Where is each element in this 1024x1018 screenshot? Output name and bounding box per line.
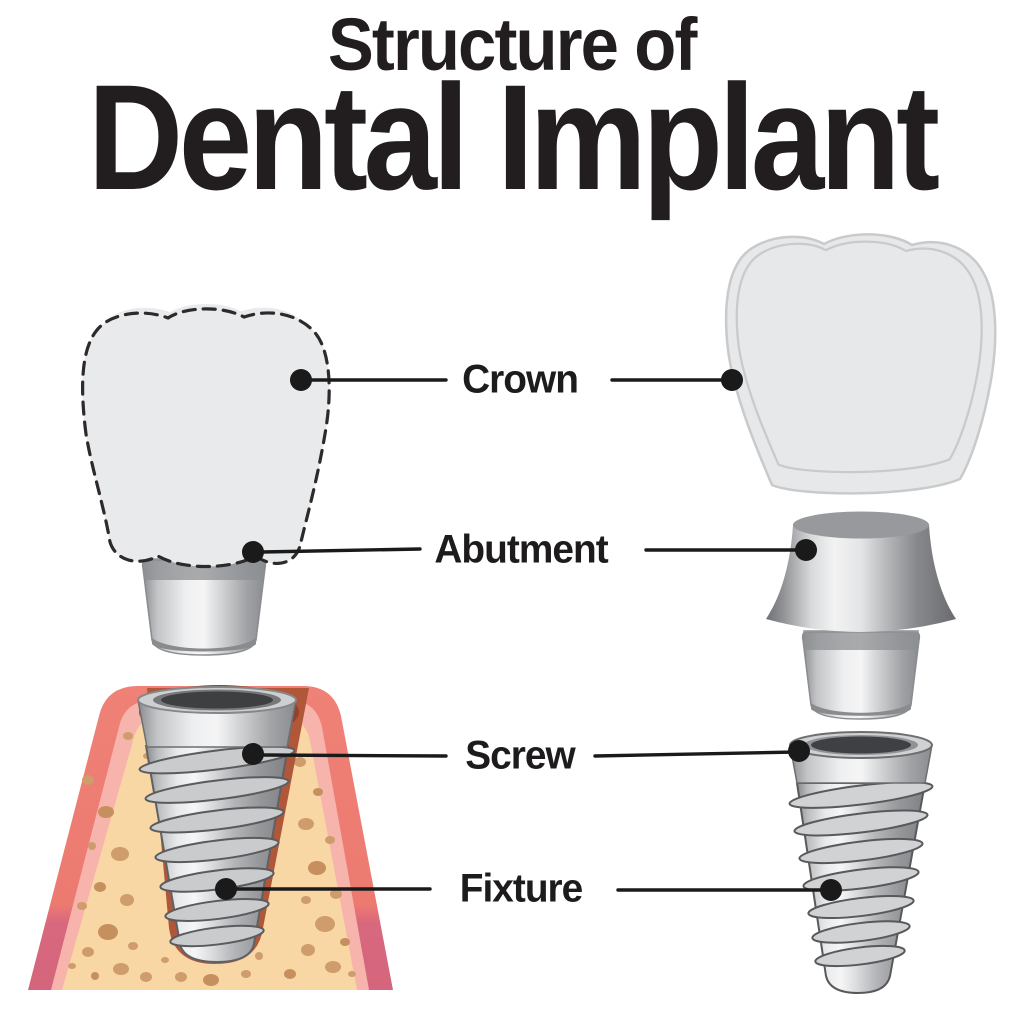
screw-fixture-right xyxy=(788,731,934,995)
implant-fixture-left xyxy=(137,686,297,964)
label-crown: Crown xyxy=(462,357,579,402)
bone-speckles xyxy=(68,717,356,986)
ghost-crown-dashed-outline xyxy=(81,307,331,569)
screw-opening-right xyxy=(811,736,911,754)
title-line-2: Dental Implant xyxy=(88,53,940,221)
abutment-right xyxy=(766,511,956,720)
assembled-implant-illustration xyxy=(28,303,393,990)
label-abutment: Abutment xyxy=(434,527,608,572)
implant-opening-left xyxy=(161,691,273,709)
abutment-connector xyxy=(242,539,817,563)
label-screw: Screw xyxy=(465,733,575,778)
crown-connector xyxy=(290,369,743,391)
crown-right xyxy=(724,233,997,495)
screw-connector xyxy=(242,740,810,765)
fixture-connector xyxy=(215,878,842,901)
screw-threads-right xyxy=(788,781,934,968)
exploded-view-illustration xyxy=(724,233,997,995)
title-line-1: Structure of xyxy=(328,3,698,86)
connector-lines xyxy=(215,369,842,901)
label-fixture: Fixture xyxy=(459,866,584,911)
